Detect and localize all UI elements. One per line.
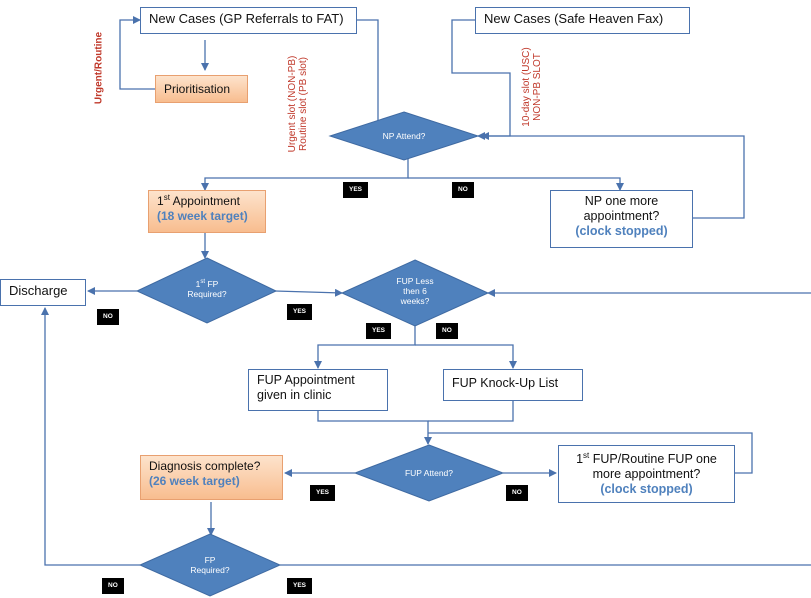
new-cases-fax-box: New Cases (Safe Heaven Fax) [475,7,690,34]
np-yes-tag: YES [343,182,369,198]
prioritisation-label: Prioritisation [164,82,231,96]
diagnosis-target: (26 week target) [149,474,240,488]
np-one-more-box: NP one more appointment? (clock stopped) [550,190,693,248]
first-fp-no-tag: NO [97,309,119,325]
fp-required-line2: Required? [190,565,230,575]
np-one-more-line2: appointment? [583,209,660,223]
fup-less-line1: FUP Less [396,276,434,286]
fup-routine-line2: more appointment? [592,467,701,481]
new-cases-gp-label: New Cases (GP Referrals to FAT) [149,11,344,26]
fup-attend-text: FUP Attend? [404,468,454,478]
fup-given-line1: FUP Appointment [257,373,355,387]
fup-routine-box: 1st FUP/Routine FUP one more appointment… [558,445,735,503]
diagnosis-label: Diagnosis complete? [149,459,261,473]
fup-given-box: FUP Appointment given in clinic [248,369,388,411]
fup-routine-clock: (clock stopped) [600,482,693,496]
np-attend-text: NP Attend? [382,131,426,141]
np-no-tag: NO [452,182,474,198]
new-cases-gp-box: New Cases (GP Referrals to FAT) [140,7,357,34]
discharge-box: Discharge [0,279,86,306]
discharge-label: Discharge [9,283,68,298]
prioritisation-box: Prioritisation [155,75,248,103]
fup-less-yes-tag: YES [366,323,392,339]
new-cases-fax-label: New Cases (Safe Heaven Fax) [484,11,664,26]
first-appointment-num: 1 [157,194,164,208]
first-appointment-target: (18 week target) [157,209,248,223]
fup-less-label: FUP Less then 6 weeks? [380,276,450,306]
urgent-slot-label: Urgent slot (NON-PB) Routine slot (PB sl… [287,56,309,153]
fup-attend-label: FUP Attend? [389,468,469,478]
fup-attend-diamond [353,444,505,502]
fup-less-line3: weeks? [400,296,430,306]
first-appointment-sup: st [163,193,170,202]
first-fp-text: FP [205,279,219,289]
fup-given-line2: given in clinic [257,388,332,402]
fp-required-label: FP Required? [175,555,245,575]
urgent-routine-label: Urgent/Routine [94,32,105,104]
first-fp-label: 1st FP Required? [172,279,242,299]
fup-less-line2: then 6 [403,286,427,296]
urgent-slot-line1: Urgent slot (NON-PB) [287,55,298,153]
fup-less-diamond [340,259,490,327]
fp-yes-tag: YES [287,578,313,594]
fup-knockup-label: FUP Knock-Up List [452,376,559,390]
fp-no-tag: NO [102,578,124,594]
fup-attend-yes-tag: YES [310,485,336,501]
ten-day-line2: NON-PB SLOT [532,53,543,121]
first-appointment-box: 1st Appointment (18 week target) [148,190,266,233]
urgent-routine-text: Urgent/Routine [93,31,105,105]
fp-required-diamond [138,533,282,597]
first-fp-num: 1 [195,279,201,289]
fup-less-no-tag: NO [436,323,458,339]
first-fp-diamond [135,257,278,324]
fup-routine-line1: FUP/Routine FUP one [589,452,717,466]
fup-knockup-box: FUP Knock-Up List [443,369,583,401]
first-fp-line2: Required? [187,289,227,299]
fup-attend-no-tag: NO [506,485,528,501]
urgent-slot-line2: Routine slot (PB slot) [298,57,309,151]
np-attend-diamond [328,111,480,161]
fup-routine-sup: st [583,450,590,460]
np-one-more-line1: NP one more [584,194,659,208]
fup-routine-num: 1 [576,452,584,466]
first-fp-sup: st [200,279,206,286]
np-attend-label: NP Attend? [364,131,444,141]
first-appointment-label: Appointment [169,194,240,208]
diagnosis-box: Diagnosis complete? (26 week target) [140,455,283,500]
fp-required-line1: FP [204,555,216,565]
first-fp-yes-tag: YES [287,304,313,320]
ten-day-slot-label: 10-day slot (USC) NON-PB SLOT [521,47,543,126]
np-one-more-clock: (clock stopped) [575,224,668,238]
ten-day-line1: 10-day slot (USC) [521,47,532,127]
